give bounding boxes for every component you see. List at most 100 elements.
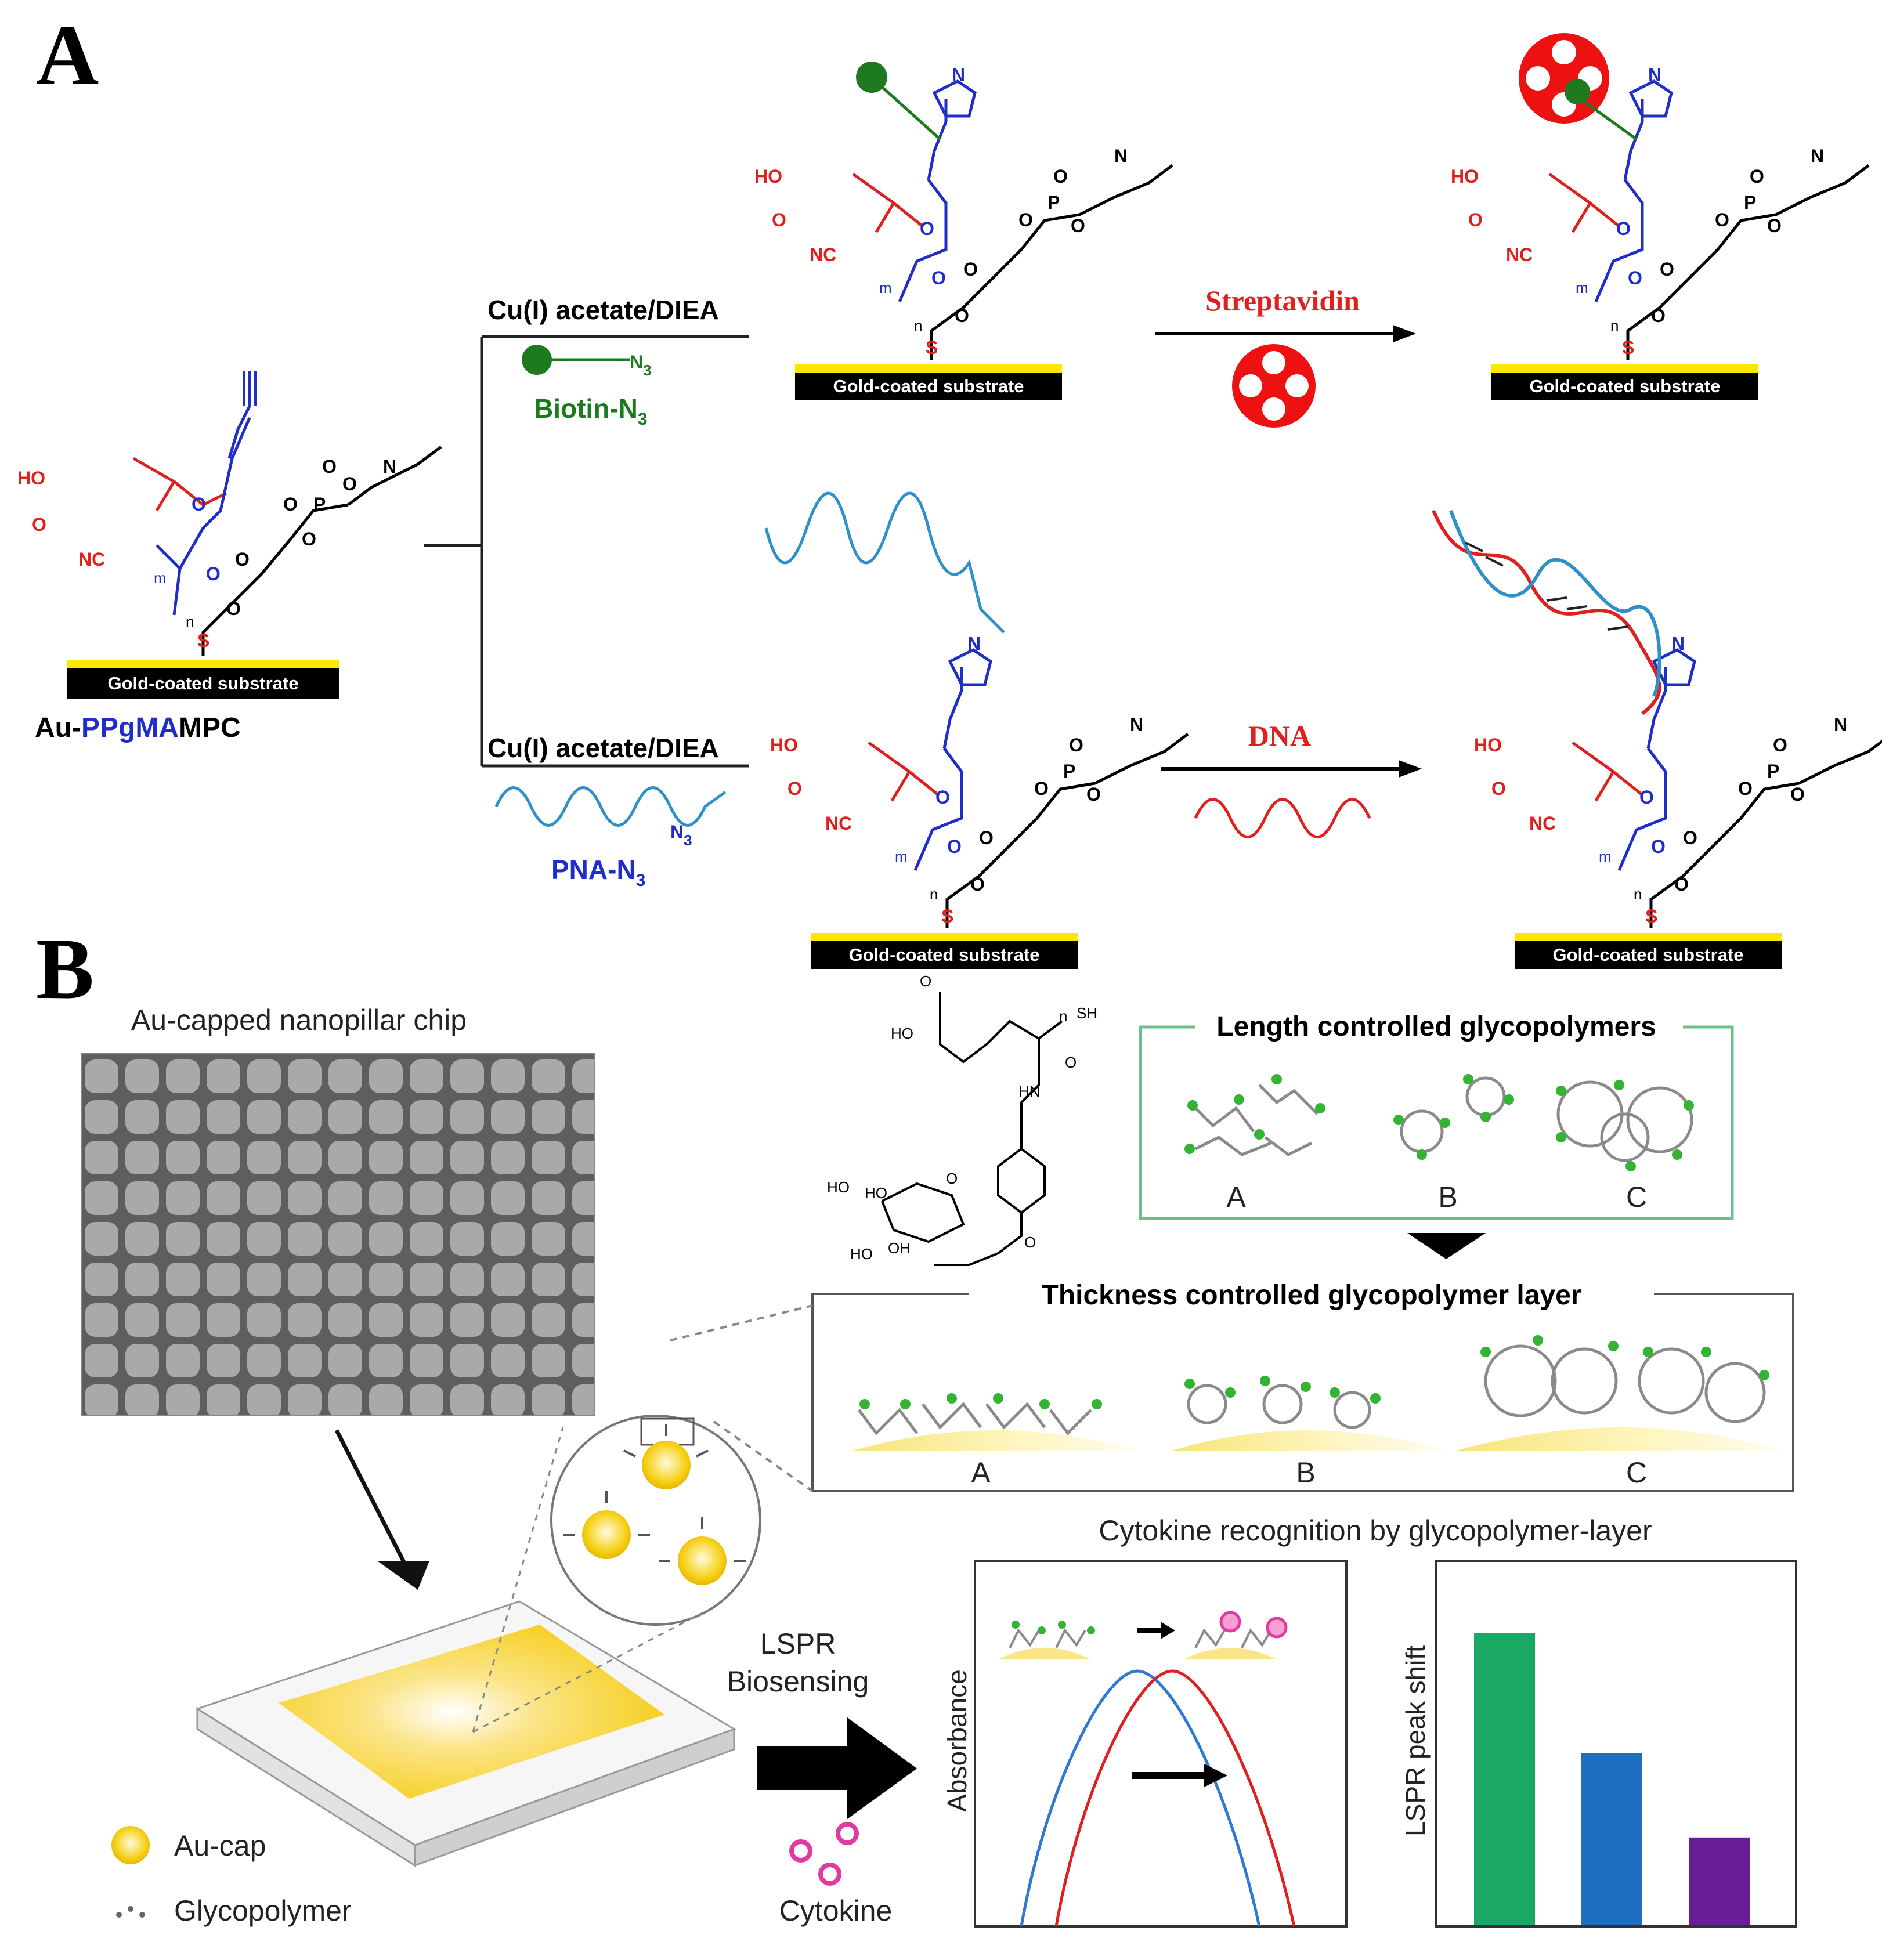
product-bottom-left (770, 633, 1188, 969)
svg-text:HO: HO (827, 1178, 850, 1196)
aucap-legend-label: Au-cap (174, 1829, 266, 1862)
down-arrow (1407, 1233, 1486, 1259)
absorbance-axis-label: Absorbance (942, 1669, 972, 1812)
shift-axis-label: LSPR peak shift (1400, 1645, 1431, 1836)
svg-text:n: n (914, 317, 922, 334)
panel-label-b: B (36, 921, 94, 1017)
svg-text:O: O (931, 267, 946, 288)
svg-text:O: O (946, 1170, 958, 1187)
svg-text:O: O (302, 529, 316, 549)
svg-text:B: B (1438, 1181, 1457, 1213)
svg-text:A: A (971, 1456, 991, 1489)
svg-text:A: A (1226, 1181, 1246, 1213)
svg-text:n: n (186, 613, 194, 630)
svg-text:O: O (235, 549, 250, 570)
svg-text:O: O (32, 514, 46, 535)
svg-text:O: O (322, 456, 337, 477)
bar-C (1689, 1837, 1750, 1925)
bottom-route-reagents: Cu(I) acetate/DIEA N3 PNA-N3 (487, 733, 727, 890)
svg-text:O: O (1053, 166, 1068, 187)
svg-text:HO: HO (891, 1025, 913, 1042)
lspr-label-1: LSPR (760, 1628, 836, 1660)
chip-title: Au-capped nanopillar chip (131, 1004, 467, 1036)
svg-text:HO: HO (865, 1184, 887, 1202)
streptavidin-icon (1232, 344, 1316, 428)
product-top-left: Gold-coated substrate HO O NC O O m n O … (754, 64, 1173, 400)
arrow-streptavidin: Streptavidin (1155, 284, 1416, 428)
absorbance-plot: Absorbance (942, 1560, 1348, 1928)
svg-text:NC: NC (810, 244, 836, 265)
bottom-azide: N3 (670, 822, 692, 849)
svg-text:O: O (1024, 1234, 1036, 1251)
cytokine-label: Cytokine (779, 1894, 893, 1927)
svg-text:O: O (1071, 215, 1085, 236)
lspr-label-2: Biosensing (727, 1665, 869, 1698)
legend: Au-cap Glycopolymer (111, 1826, 352, 1927)
top-catalyst: Cu(I) acetate/DIEA (487, 295, 719, 325)
bar-B (1581, 1753, 1642, 1925)
svg-text:O: O (342, 473, 357, 494)
svg-text:n: n (1059, 1007, 1067, 1025)
svg-text:O: O (920, 218, 934, 239)
svg-text:OH: OH (888, 1239, 911, 1257)
top-route-reagents: Cu(I) acetate/DIEA N3 Biotin-N3 (487, 295, 719, 429)
svg-text:S: S (926, 337, 938, 358)
pna-attached-strand (764, 491, 1005, 634)
svg-text:N: N (952, 64, 965, 85)
svg-text:N: N (1114, 146, 1128, 167)
bottom-catalyst: Cu(I) acetate/DIEA (487, 733, 719, 763)
svg-text:m: m (154, 569, 167, 587)
svg-text:P: P (1047, 192, 1060, 213)
svg-text:B: B (1296, 1456, 1315, 1489)
biotin-attached (856, 62, 941, 140)
panel-label-a: A (36, 7, 99, 103)
svg-text:O: O (772, 209, 786, 230)
chart-bars (1474, 1633, 1750, 1925)
branch-lines (424, 335, 749, 768)
pna-label: PNA-N3 (551, 855, 645, 890)
svg-text:SH: SH (1077, 1004, 1097, 1022)
svg-text:HO: HO (17, 468, 45, 489)
svg-text:S: S (197, 630, 209, 651)
biotin-label: Biotin-N3 (534, 393, 648, 429)
svg-text:P: P (313, 494, 326, 515)
svg-text:C: C (1626, 1181, 1647, 1213)
recognition-title: Cytokine recognition by glycopolymer-lay… (1099, 1514, 1652, 1547)
svg-text:N: N (383, 456, 396, 477)
thickness-box-title: Thickness controlled glycopolymer layer (1042, 1280, 1582, 1311)
bar-A (1474, 1633, 1535, 1925)
streptavidin-label: Streptavidin (1205, 284, 1360, 317)
nanopillar-sem-image (81, 1053, 595, 1416)
svg-text:O: O (955, 305, 969, 326)
svg-text:O: O (192, 494, 206, 515)
glycopolymer-legend-icon (116, 1906, 145, 1918)
glycopolymer-legend-label: Glycopolymer (174, 1894, 352, 1927)
svg-text:HN: HN (1018, 1083, 1041, 1100)
gold-substrate (795, 371, 1062, 400)
zoom-circle (550, 1304, 814, 1626)
streptavidin-bound-icon (1519, 33, 1638, 141)
gold-substrate (67, 667, 339, 699)
start-name: Au-PPgMAMPC (35, 713, 241, 743)
lspr-shift-chart: LSPR peak shift (1400, 1560, 1797, 1928)
svg-text:O: O (1018, 209, 1033, 230)
lspr-arrow: LSPR Biosensing Cytokine (727, 1628, 917, 1927)
aucap-legend-icon (111, 1826, 150, 1864)
svg-text:O: O (963, 259, 978, 280)
length-controlled-box: Length controlled glycopolymers A B C (1139, 1010, 1734, 1220)
svg-text:O: O (283, 494, 298, 515)
svg-text:HO: HO (754, 166, 782, 187)
dna-strand-icon (1194, 798, 1371, 838)
svg-text:m: m (879, 279, 892, 296)
gold-layer (67, 660, 339, 668)
svg-text:O: O (1065, 1054, 1077, 1071)
thickness-controlled-box: Thickness controlled glycopolymer layer … (811, 1276, 1794, 1492)
glycopolymer-structure: O HO n SH O HN O HO HO HO OH O (827, 972, 1097, 1266)
arrow-dna: DNA (1161, 719, 1422, 838)
svg-text:Gold-coated substrate: Gold-coated substrate (833, 376, 1024, 396)
svg-text:O: O (206, 563, 221, 584)
svg-text:O: O (920, 972, 931, 990)
top-azide: N3 (630, 352, 652, 379)
sensor-chip (195, 1427, 736, 1867)
